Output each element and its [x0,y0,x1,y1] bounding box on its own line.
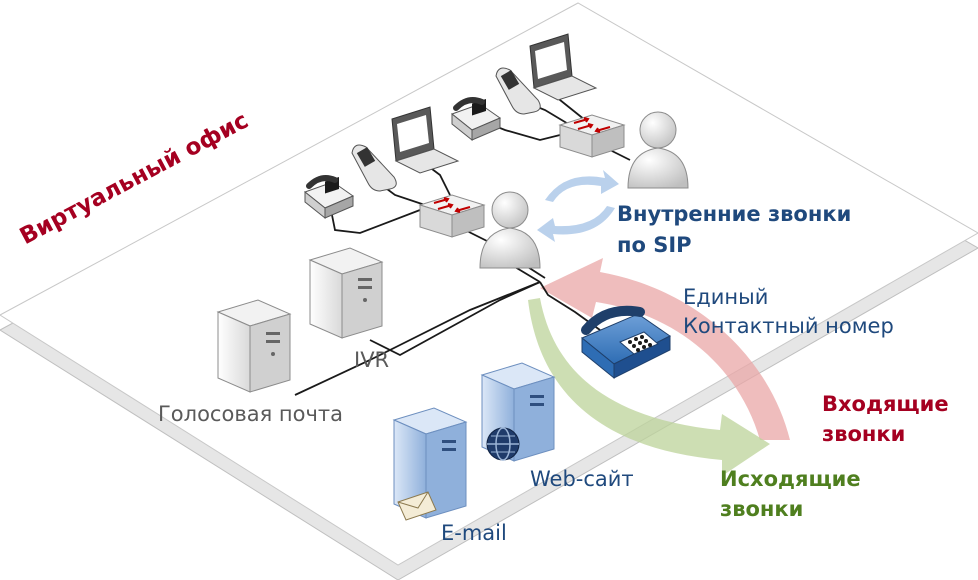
outgoing-calls-arrow [528,298,770,476]
website-label: Web-сайт [530,467,634,491]
email-label: E-mail [441,521,507,545]
voicemail-label: Голосовая почта [158,402,343,426]
single-number-label-line1: Единый [683,285,769,309]
incoming-calls-arrow [540,258,790,440]
voicemail-server-icon [216,299,292,393]
network-switch-icon [418,194,486,238]
internal-calls-label-line2: по SIP [617,233,692,257]
ivr-label: IVR [354,348,390,372]
laptop-icon [529,33,598,101]
incoming-calls-label-line2: звонки [822,422,906,446]
user-icon [479,191,541,269]
single-number-label-line2: Контактный номер [683,314,894,338]
mobile-phone-icon [495,67,541,115]
network-switch-icon [558,114,626,158]
outgoing-calls-label-line1: Исходящие [720,467,861,491]
sip-arrows-icon [537,170,619,242]
incoming-calls-label-line1: Входящие [822,392,949,416]
user-icon [627,111,689,189]
internal-calls-label-line1: Внутренние звонки [617,202,852,226]
globe-icon [486,427,520,461]
outgoing-calls-label-line2: звонки [720,497,804,521]
laptop-icon [391,106,460,174]
desk-phone-icon [450,97,502,142]
mobile-phone-icon [351,144,397,192]
email-server-icon [392,407,468,519]
contact-phone-icon [581,305,671,380]
envelope-icon [397,491,437,521]
desk-phone-icon [303,175,355,220]
ivr-server-icon [308,247,384,339]
